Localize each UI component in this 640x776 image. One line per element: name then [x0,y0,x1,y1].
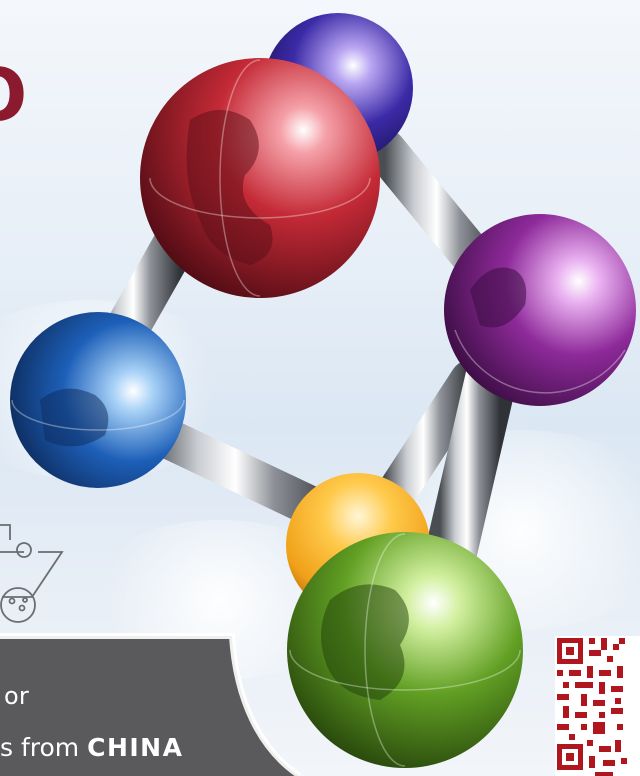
caption-line-1: or [0,682,29,710]
caption-line-2: s from CHINA [0,733,183,762]
sphere-red [140,58,380,298]
logo-fragment: O [0,53,27,137]
qr-code-icon[interactable] [555,636,640,776]
sphere-green [287,532,523,768]
caption-line-1-text: or [4,682,29,710]
caption-banner [0,636,300,776]
caption-line-2-emphasis: CHINA [87,733,184,762]
sphere-purple [444,214,636,406]
sphere-blue-left [10,312,186,488]
caption-line-2-prefix: s from [0,733,88,762]
flask-outline-icon [0,524,64,623]
